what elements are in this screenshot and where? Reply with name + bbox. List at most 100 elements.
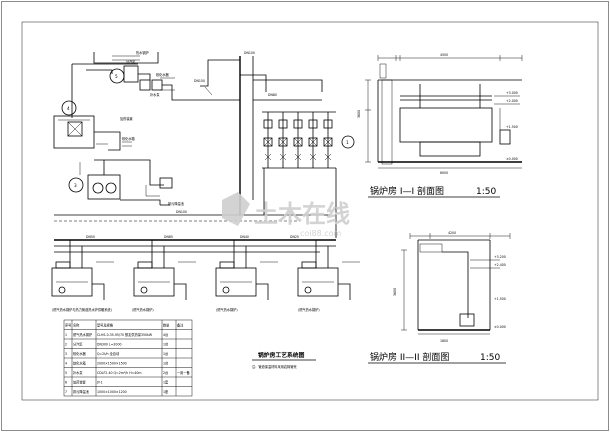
- svg-text:DN150: DN150: [194, 79, 205, 83]
- table-cell: 5: [65, 371, 67, 375]
- callout-3: [68, 177, 84, 193]
- table-cell: 1套: [163, 379, 169, 384]
- svg-text:DN40: DN40: [240, 235, 249, 239]
- watermark-site: coi88.com: [300, 229, 342, 238]
- svg-text:DN100: DN100: [244, 51, 255, 55]
- svg-text:3: 3: [74, 183, 77, 188]
- svg-text:DN65: DN65: [164, 235, 173, 239]
- table-cell: 加药装置: [73, 379, 86, 384]
- boiler-row: [51, 240, 360, 300]
- table-cell: 补水泵: [73, 370, 83, 375]
- boiler-unit: [133, 240, 196, 300]
- svg-text:6000: 6000: [440, 171, 448, 175]
- section-2-drawing: 3600 4200 1800 +3.200 +2.400 +1.500 ±0.0…: [393, 231, 511, 343]
- boiler-unit: [51, 240, 114, 300]
- svg-text:DN100: DN100: [176, 210, 187, 214]
- boiler-unit: [215, 240, 278, 300]
- water-tank: [53, 115, 95, 149]
- softener-box: [123, 65, 139, 83]
- section-1-scale: 1:50: [476, 187, 496, 197]
- svg-text:+2.400: +2.400: [494, 263, 506, 267]
- valve-icon: [308, 119, 318, 129]
- svg-text:1: 1: [346, 140, 349, 145]
- svg-text:4500: 4500: [440, 53, 448, 57]
- table-cell: 4: [65, 361, 67, 365]
- svg-text:+3.000: +3.000: [506, 91, 518, 95]
- filter-icon: [308, 137, 318, 147]
- table-cell: 软化水器: [73, 351, 87, 356]
- table-cell: Q=2t/h 全自动: [97, 351, 119, 356]
- label-dosing: 加药装置: [120, 116, 133, 121]
- table-header-cell: 型号及规格: [97, 322, 114, 327]
- svg-text:4200: 4200: [448, 231, 456, 235]
- svg-text:3600: 3600: [393, 288, 397, 296]
- table-cell: DN300 L=2000: [97, 342, 122, 346]
- table-cell: 1台: [163, 351, 168, 356]
- filter-icon: [323, 137, 333, 147]
- table-cell: 软化水箱: [73, 360, 87, 365]
- label-boiler: 热水锅炉: [136, 50, 149, 55]
- label-softener: 软化水器: [156, 72, 170, 77]
- svg-text:3600: 3600: [357, 110, 361, 118]
- svg-text:+1.500: +1.500: [494, 297, 506, 301]
- main-title: 锅炉房工艺系统图: [258, 351, 305, 359]
- table-cell: 排污降温池: [73, 389, 90, 394]
- callout-1: [341, 135, 355, 149]
- table-header-cell: 序号: [65, 322, 71, 327]
- table-cell: 1座: [163, 389, 169, 394]
- table-header-cell: 备注: [177, 322, 184, 327]
- section-1-drawing: 3600 4500 6000 +3.000 +2.000 +1.500 ±0.0…: [357, 53, 523, 175]
- section-2-scale: 1:50: [480, 353, 500, 363]
- svg-text:±0.000: ±0.000: [494, 325, 506, 329]
- watermark-brand: 土木在线: [254, 200, 350, 228]
- valve-icon: [263, 119, 273, 129]
- table-header-cell: 名称: [73, 322, 80, 327]
- section-1-boiler: [399, 107, 493, 143]
- table-cell: 燃气热水锅炉: [73, 332, 92, 337]
- callout-4: [61, 100, 77, 116]
- svg-text:DN25: DN25: [290, 235, 299, 239]
- svg-text:DN80: DN80: [268, 93, 277, 97]
- valve-icon: [323, 119, 333, 129]
- watermark-logo-icon: [222, 192, 250, 226]
- section-2-pump: [459, 313, 475, 327]
- svg-text:±0.000: ±0.000: [506, 157, 518, 161]
- svg-text:+2.000: +2.000: [506, 99, 518, 103]
- manifold-group: [262, 111, 336, 169]
- svg-text:4: 4: [67, 106, 70, 111]
- table-cell: 1000×1000×1200: [97, 390, 127, 394]
- watermark: 土木在线 coi88.com: [222, 192, 350, 238]
- table-cell: 4台: [163, 332, 168, 337]
- boiler-unit: [297, 240, 360, 300]
- label-tank: 软化水箱: [122, 136, 136, 141]
- table-cell: 2台: [163, 370, 168, 375]
- filter-icon: [263, 137, 273, 147]
- table-cell: 3: [65, 352, 67, 356]
- note-boiler-1: (燃气热水锅炉与热力管道热水炉供暖系统): [52, 307, 112, 312]
- table-cell: 2000×1500×1500: [97, 361, 127, 365]
- table-header-cell: 数量: [163, 322, 170, 327]
- section-2-title: 锅炉房 II—II 剖面图: [370, 351, 449, 363]
- table-cell: CDLF2-40 Q=2m³/h H=40m: [97, 371, 141, 375]
- table-cell: 1台: [163, 341, 168, 346]
- table-cell: 7: [65, 390, 67, 394]
- table-cell: CLHS-0.35-95/70 额定供热量350kW: [97, 332, 153, 337]
- label-drain-pit: 排污降温池: [168, 201, 185, 206]
- drawing-frame: [21, 21, 599, 401]
- table-cell: JY-1: [96, 380, 103, 384]
- svg-text:+1.500: +1.500: [506, 125, 518, 129]
- table-cell: 分汽缸: [73, 341, 83, 346]
- table-cell: 一用一备: [177, 370, 191, 375]
- valve-icon: [293, 119, 303, 129]
- note-boiler-4: (燃气热水锅炉): [298, 307, 320, 312]
- svg-text:DN50: DN50: [86, 235, 95, 239]
- svg-text:1800: 1800: [440, 339, 448, 343]
- svg-text:+3.200: +3.200: [494, 255, 506, 259]
- main-subtitle: 注：管道保温材料采用岩棉管壳: [252, 364, 297, 369]
- label-splitter: 分汽缸: [126, 59, 136, 64]
- valve-icon: [278, 119, 288, 129]
- table-cell: 2: [65, 342, 67, 346]
